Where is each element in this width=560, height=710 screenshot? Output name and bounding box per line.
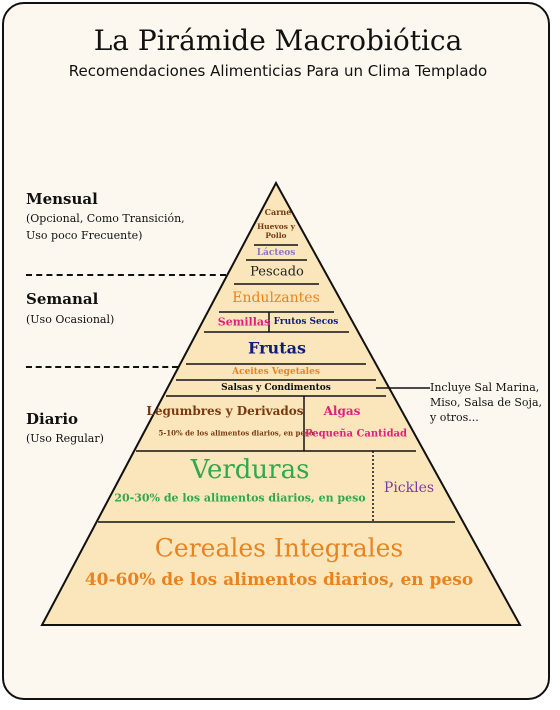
tier-algas-quantity: Pequeña Cantidad (304, 428, 408, 440)
callout-note: Incluye Sal Marina, Miso, Salsa de Soja,… (430, 381, 543, 424)
tier-legumbres-percent: 5-10% de los alimentos diarios, en peso (158, 428, 314, 438)
tier-legumbres: Legumbres y Derivados (146, 404, 304, 418)
daily-heading: Diario (26, 410, 79, 428)
tier-pickles: Pickles (383, 480, 435, 496)
tier-verduras-percent: 20-30% de los alimentos diarios, en peso (114, 491, 366, 505)
page-title: La Pirámide Macrobiótica (93, 24, 463, 57)
tier-verduras: Verduras (190, 455, 310, 485)
tier-aceites: Aceites Vegetales (232, 367, 320, 377)
tier-semillas: Semillas (217, 315, 271, 329)
tier-lacteos: Lácteos (256, 248, 296, 258)
tier-algas: Algas (323, 404, 361, 418)
tier-cereales-percent: 40-60% de los alimentos diarios, en peso (84, 570, 474, 590)
monthly-heading: Mensual (26, 190, 98, 208)
tier-pescado: Pescado (250, 264, 304, 280)
pyramid-tier-lines (98, 244, 455, 523)
monthly-divider (26, 274, 226, 276)
tier-huevos: Huevos y Pollo (257, 222, 295, 240)
tier-frutas: Frutas (248, 338, 306, 358)
page-subtitle: Recomendaciones Alimenticias Para un Cli… (68, 62, 488, 80)
tier-endulzantes: Endulzantes (232, 290, 320, 306)
weekly-divider (26, 366, 178, 368)
pyramid-body (40, 180, 522, 626)
tier-frutos-secos: Frutos Secos (273, 317, 339, 327)
weekly-note: (Uso Ocasional) (26, 313, 115, 326)
monthly-note: (Opcional, Como Transición, Uso poco Fre… (26, 212, 185, 242)
tier-salsas: Salsas y Condimentos (221, 383, 331, 393)
tier-cereales: Cereales Integrales (154, 533, 404, 563)
tier-carne: Carne (264, 207, 292, 217)
weekly-heading: Semanal (26, 290, 99, 308)
daily-note: (Uso Regular) (26, 432, 104, 445)
